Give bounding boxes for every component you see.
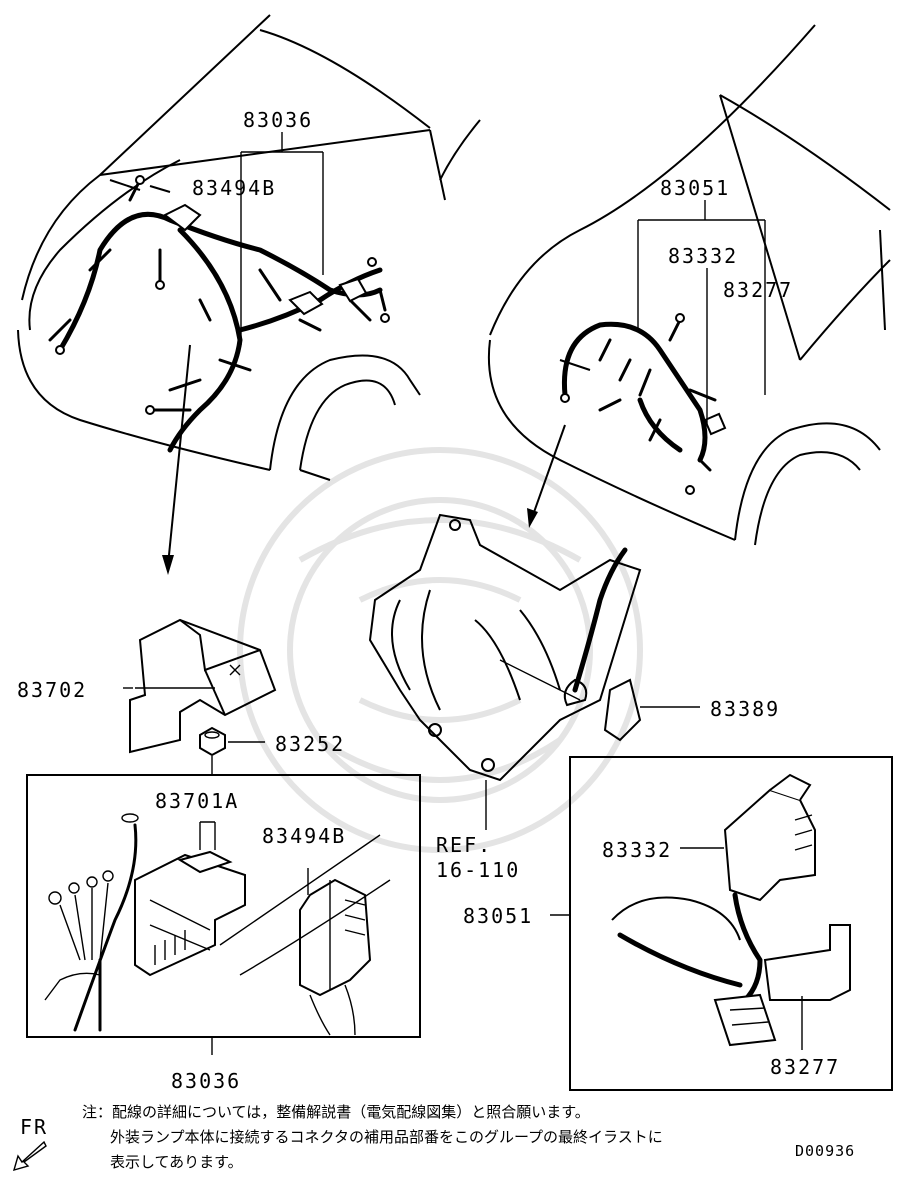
footer-note-line1: 注：配線の詳細については，整備解説書（電気配線図集）と照合願います。 [82,1103,590,1121]
label-ref-page: 16-110 [436,858,520,882]
label-83701A: 83701A [155,789,239,813]
label-83332-detail: 83332 [602,838,672,862]
left-car-illustration [17,14,481,575]
watermark [237,447,643,853]
connector-83332-detail [550,773,851,1050]
label-83332-top: 83332 [668,244,738,268]
footer: 注：配線の詳細については，整備解説書（電気配線図集）と照合願います。 外装ランプ… [12,1103,855,1172]
alternator-illustration [368,513,700,830]
connector-83494B-detail [219,834,391,1036]
label-83252: 83252 [275,732,345,756]
footer-note-line3: 表示してあります。 [110,1153,243,1171]
diagram-code: D00936 [795,1142,855,1160]
label-83494B-top: 83494B [192,176,276,200]
detail-box-connector [569,756,893,1091]
footer-note-line2: 外装ランプ本体に接続するコネクタの補用品部番をこのグループの最終イラストに [110,1128,663,1146]
fuse-box-cover-illustration [129,618,277,754]
label-83036-top: 83036 [243,108,313,132]
label-83036-bottom: 83036 [171,1069,241,1093]
label-83051-top: 83051 [660,176,730,200]
nut-illustration [199,726,265,775]
label-83389: 83389 [710,697,780,721]
part-labels: 83036 83494B 83051 83332 83277 83702 832… [17,108,840,1093]
label-83051-detail: 83051 [463,904,533,928]
label-83702: 83702 [17,678,87,702]
label-83277-detail: 83277 [770,1055,840,1079]
fuse-block-detail [44,813,246,1032]
label-ref: REF. [436,833,492,857]
label-83277-top: 83277 [723,278,793,302]
label-83494B-detail: 83494B [262,824,346,848]
right-car-illustration [487,24,891,546]
fr-label: FR [20,1115,48,1139]
leader-lines-top [123,132,766,689]
fr-arrow-icon [12,1140,47,1172]
detail-box-fuse [26,774,421,1038]
